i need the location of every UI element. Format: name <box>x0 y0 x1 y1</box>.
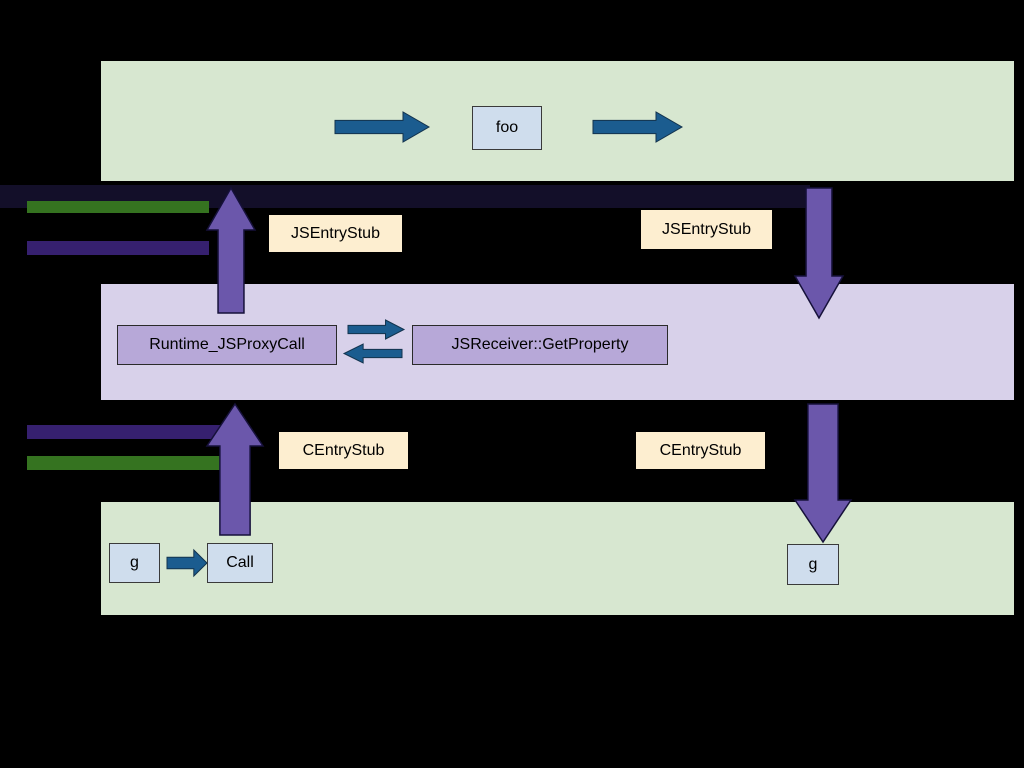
runtime-jsproxycall-box: Runtime_JSProxyCall <box>117 325 337 365</box>
jsentrystub-right-box: JSEntryStub <box>641 210 772 249</box>
call-box: Call <box>207 543 273 583</box>
jsreceiver-getproperty-box: JSReceiver::GetProperty <box>412 325 668 365</box>
blue-arrow-into-foo <box>334 111 431 143</box>
purple-arrow-down-lower <box>793 403 853 544</box>
g-box-right: g <box>787 544 839 585</box>
redacted-label-lower-purple <box>27 425 221 439</box>
blue-arrow-out-of-foo <box>592 111 684 143</box>
purple-arrow-down-upper <box>793 187 845 320</box>
purple-arrow-up-lower <box>205 402 265 536</box>
javascript-frame-top <box>101 61 1014 181</box>
blue-arrow-proxy-to-getproperty <box>347 319 406 340</box>
redacted-label-lower-green <box>27 456 221 470</box>
foo-box: foo <box>472 106 542 150</box>
blue-arrow-g-to-call <box>166 548 208 578</box>
blue-arrow-getproperty-to-proxy <box>342 343 403 364</box>
centrystub-right-box: CEntryStub <box>636 432 765 469</box>
purple-arrow-up-upper <box>205 186 257 314</box>
g-box-left: g <box>109 543 160 583</box>
centrystub-left-box: CEntryStub <box>279 432 408 469</box>
jsentrystub-left-box: JSEntryStub <box>269 215 402 252</box>
redacted-label-upper-green <box>27 201 209 213</box>
redacted-label-upper-purple <box>27 241 209 255</box>
